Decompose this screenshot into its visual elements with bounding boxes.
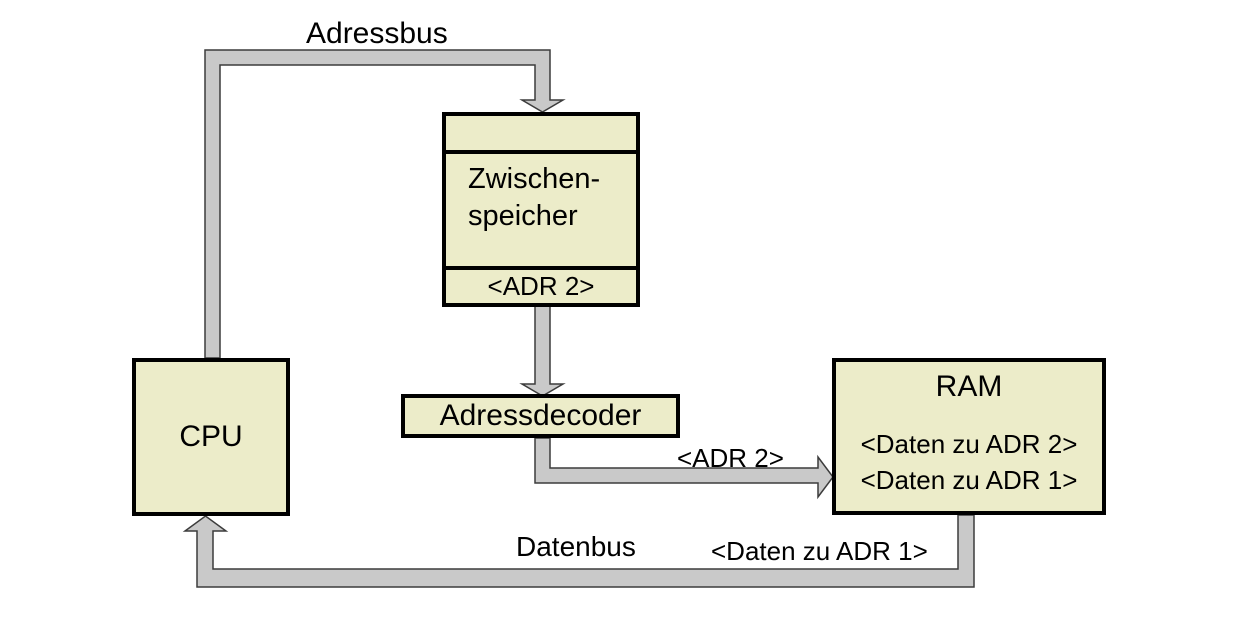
cpu-box: CPU: [132, 358, 290, 516]
datenbus-payload-label: <Daten zu ADR 1>: [711, 536, 928, 566]
datenbus-arrow: [182, 514, 975, 588]
adressdecoder-box: Adressdecoder: [401, 394, 680, 438]
zwischenspeicher-empty-slot: [446, 116, 636, 150]
ram-data-row: <Daten zu ADR 2>: [860, 429, 1078, 459]
zwischenspeicher-label-line2: speicher: [468, 200, 578, 232]
zwischenspeicher-register: <ADR 2>: [487, 271, 595, 301]
adressbus-arrow: [204, 49, 566, 359]
adressdecoder-label: Adressdecoder: [439, 399, 642, 432]
ram-data-rows: <Daten zu ADR 2> <Daten zu ADR 1>: [836, 426, 1102, 498]
ram-data-row: <Daten zu ADR 1>: [860, 465, 1078, 495]
decoder-to-ram-payload-label: <ADR 2>: [677, 443, 784, 473]
ram-label: RAM: [935, 370, 1003, 403]
ram-box: RAM <Daten zu ADR 2> <Daten zu ADR 1>: [832, 358, 1106, 515]
buffer-to-decoder-arrow: [519, 302, 566, 397]
compartment-divider: [446, 266, 636, 270]
cpu-label: CPU: [179, 420, 243, 453]
datenbus-label: Datenbus: [516, 531, 636, 562]
decoder-to-ram-arrow: [534, 437, 834, 500]
zwischenspeicher-label-line1: Zwischen-: [468, 163, 601, 195]
adressbus-label: Adressbus: [306, 17, 448, 50]
compartment-divider: [446, 150, 636, 154]
zwischenspeicher-label: Zwischen- speicher: [446, 154, 636, 266]
zwischenspeicher-box: Zwischen- speicher <ADR 2>: [442, 112, 640, 307]
